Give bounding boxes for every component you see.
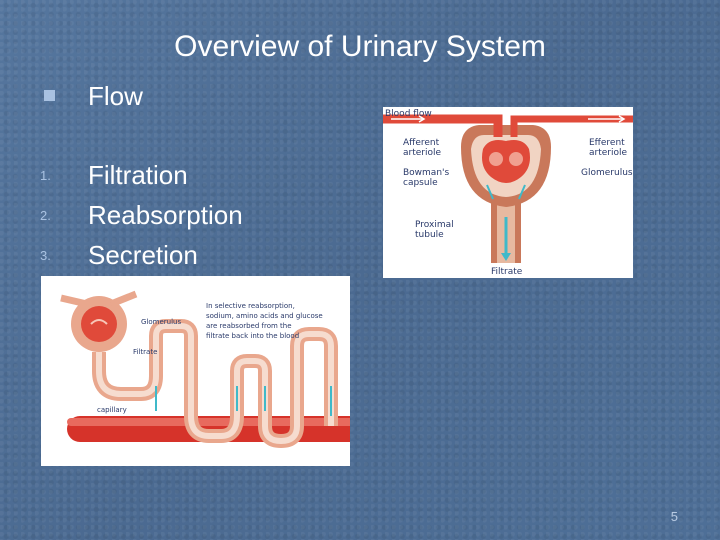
glomerulus-figure: Blood flow Afferent arteriole Efferent a… <box>383 107 633 278</box>
note-line-1: In selective reabsorption, <box>206 302 295 310</box>
label-efferent: Efferent <box>589 138 625 148</box>
label-blood-flow: Blood flow <box>385 109 432 119</box>
bullet-flow: Flow <box>40 76 143 116</box>
bullet-text: Flow <box>88 80 143 111</box>
note-line-3: are reabsorbed from the <box>206 322 292 330</box>
page-number: 5 <box>670 509 678 524</box>
note-line-2: sodium, amino acids and glucose <box>206 312 323 320</box>
filtrate-arrow-head-icon <box>501 253 511 261</box>
bullet-secretion: 3. Secretion <box>40 235 198 275</box>
efferent-vessel-shape <box>109 290 138 308</box>
filtrate-arrow-icon <box>518 184 526 200</box>
reabsorption-figure: In selective reabsorption, sodium, amino… <box>41 276 367 466</box>
bullet-filtration: 1. Filtration <box>40 155 188 195</box>
afferent-vessel-shape <box>60 294 88 308</box>
label-filtrate: Filtrate <box>491 267 523 277</box>
glomerulus-shape <box>81 306 117 342</box>
bullet-text: Reabsorption <box>88 199 243 230</box>
label-filtrate: Filtrate <box>133 348 157 356</box>
bullet-text: Filtration <box>88 159 188 190</box>
slide-title-wrap: Overview of Urinary System <box>0 30 720 64</box>
glomerulus-tuft-shape <box>482 140 530 183</box>
bullet-number: 2. <box>40 207 51 223</box>
bullet-reabsorption: 2. Reabsorption <box>40 195 243 235</box>
bullet-number: 3. <box>40 247 51 263</box>
label-capillary: capillary <box>97 406 127 414</box>
label-proximal: Proximal <box>415 220 454 230</box>
filtrate-arrow-icon <box>486 184 494 200</box>
label-glomerulus: Glomerulus <box>581 168 633 178</box>
bullet-square-icon <box>40 89 88 104</box>
bullet-text: Secretion <box>88 239 198 270</box>
label-bowmans: Bowman's <box>403 168 450 178</box>
label-afferent: Afferent <box>403 138 440 148</box>
label-bowmans-2: capsule <box>403 178 438 188</box>
slide-title: Overview of Urinary System <box>174 30 546 63</box>
label-efferent-2: arteriole <box>589 148 627 158</box>
arrow-head-icon <box>418 115 426 123</box>
capillary-loop-shape <box>489 152 503 166</box>
capillary-highlight-shape <box>67 418 367 426</box>
arrow-head-icon <box>618 115 626 123</box>
label-glomerulus: Glomerulus <box>141 318 181 326</box>
label-afferent-2: arteriole <box>403 148 441 158</box>
capillary-loop-shape <box>90 319 108 325</box>
glomerulus-diagram: Blood flow Afferent arteriole Efferent a… <box>383 109 633 277</box>
capillary-loop-shape <box>509 152 523 166</box>
bullet-number: 1. <box>40 167 51 183</box>
note-line-4: filtrate back into the blood <box>206 332 299 340</box>
label-proximal-2: tubule <box>415 230 444 240</box>
reabsorption-diagram: In selective reabsorption, sodium, amino… <box>60 290 367 449</box>
tubule-lumen-shape <box>96 323 334 445</box>
